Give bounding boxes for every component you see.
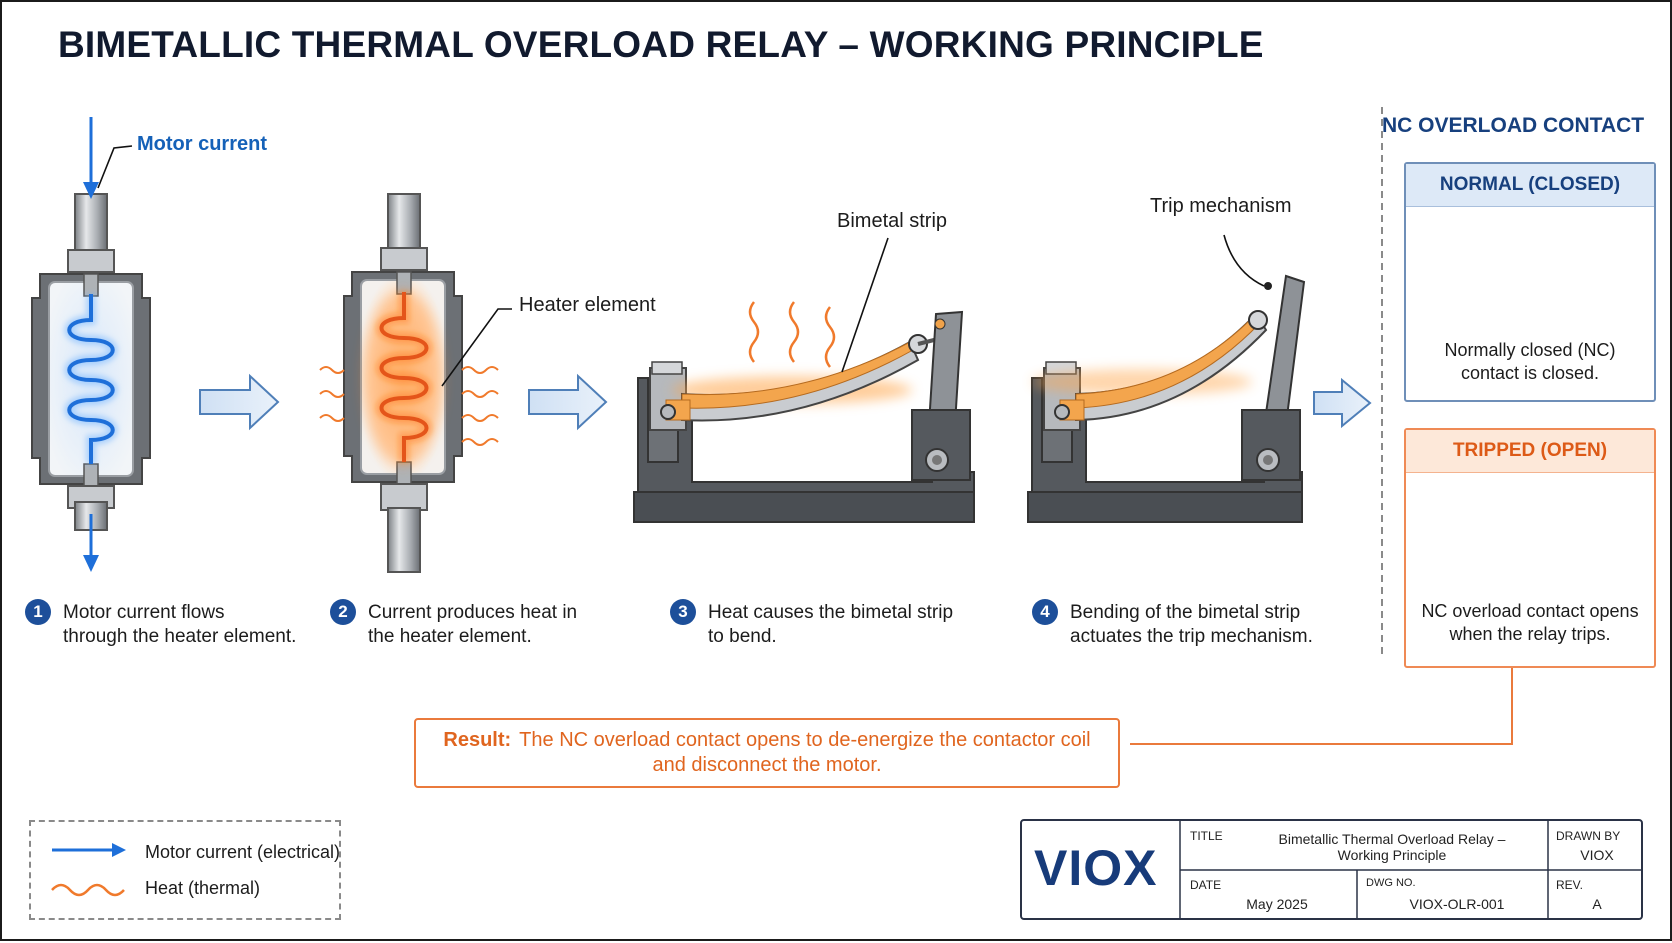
dwg-label: DWG NO. xyxy=(1366,877,1416,889)
trip-mechanism-label: Trip mechanism xyxy=(1150,195,1292,217)
nc-tripped-card: TRIPPED (OPEN) NC overload contact opens… xyxy=(1404,428,1656,668)
result-label: Result: xyxy=(443,729,512,751)
step-number: 2 xyxy=(330,599,356,625)
caption-line: Normally closed (NC) xyxy=(1444,340,1616,360)
result-line-1: Result: The NC overload contact opens to … xyxy=(443,728,1090,753)
step-number: 1 xyxy=(25,599,51,625)
legend-box: Motor current (electrical) Heat (thermal… xyxy=(29,820,341,920)
bimetal-figure-4 xyxy=(1027,234,1306,523)
result-box: Result: The NC overload contact opens to … xyxy=(414,718,1120,788)
drawn-by-label: DRAWN BY xyxy=(1556,829,1621,843)
caption-line: contact is closed. xyxy=(1460,363,1600,383)
drawn-by-value: VIOX xyxy=(1580,847,1614,863)
motor-current-label: Motor current xyxy=(137,133,267,155)
step-3: 3 Heat causes the bimetal strip to bend. xyxy=(670,599,953,649)
result-line-2: and disconnect the motor. xyxy=(652,754,882,776)
step-text: Current produces heat in the heater eleme… xyxy=(368,601,577,649)
step-2: 2 Current produces heat in the heater ele… xyxy=(330,599,577,649)
rev-label: REV. xyxy=(1556,878,1583,892)
step-line: Heat causes the bimetal strip xyxy=(708,602,954,623)
title-block: VIOX TITLE Bimetallic Thermal Overload R… xyxy=(1020,819,1643,920)
step-4: 4 Bending of the bimetal strip actuates t… xyxy=(1032,599,1313,649)
legend-heat-label: Heat (thermal) xyxy=(145,878,261,898)
nc-tripped-caption: NC overload contact opens when the relay… xyxy=(1406,600,1654,646)
dwg-value: VIOX-OLR-001 xyxy=(1409,896,1505,912)
date-label: DATE xyxy=(1190,878,1222,892)
title-value-line: Working Principle xyxy=(1337,847,1447,863)
step-line: Current produces heat in xyxy=(368,602,578,623)
legend-current-symbol xyxy=(52,843,126,857)
page-title: BIMETALLIC THERMAL OVERLOAD RELAY – WORK… xyxy=(58,24,1264,65)
title-value: Bimetallic Thermal Overload Relay – Work… xyxy=(1227,831,1557,863)
heater-figure-1 xyxy=(31,117,151,572)
title-value-line: Bimetallic Thermal Overload Relay – xyxy=(1278,831,1506,847)
nc-normal-title: NORMAL (CLOSED) xyxy=(1406,164,1654,207)
heater-figure-2 xyxy=(319,193,512,573)
nc-panel-heading: NC OVERLOAD CONTACT xyxy=(1382,114,1645,137)
step-line: to bend. xyxy=(708,626,777,647)
step-line: Bending of the bimetal strip xyxy=(1070,602,1301,623)
caption-line: NC overload contact opens xyxy=(1421,601,1639,621)
viox-logo: VIOX xyxy=(1034,840,1158,896)
step-text: Heat causes the bimetal strip to bend. xyxy=(708,601,953,649)
step-line: actuates the trip mechanism. xyxy=(1070,626,1313,647)
legend-heat-symbol xyxy=(51,883,125,897)
flow-arrow-3 xyxy=(1313,377,1372,429)
date-value: May 2025 xyxy=(1246,896,1308,912)
step-line: the heater element. xyxy=(368,626,532,647)
flow-arrow-2 xyxy=(528,373,608,431)
step-number: 4 xyxy=(1032,599,1058,625)
legend-current-label: Motor current (electrical) xyxy=(145,842,341,862)
heater-element-label: Heater element xyxy=(519,294,656,316)
result-connector-line xyxy=(1130,668,1513,745)
nc-tripped-title: TRIPPED (OPEN) xyxy=(1406,430,1654,473)
step-text: Bending of the bimetal strip actuates the… xyxy=(1070,601,1313,649)
caption-line: when the relay trips. xyxy=(1449,624,1611,644)
nc-normal-card: NORMAL (CLOSED) Normally closed (NC) con… xyxy=(1404,162,1656,402)
bimetal-strip-label: Bimetal strip xyxy=(837,210,948,232)
title-label: TITLE xyxy=(1190,829,1223,843)
title-block-grid xyxy=(1179,821,1641,918)
step-number: 3 xyxy=(670,599,696,625)
result-text: The NC overload contact opens to de-ener… xyxy=(519,729,1091,751)
step-1: 1 Motor current flows through the heater … xyxy=(25,599,296,649)
bimetal-figure-3 xyxy=(633,237,975,523)
nc-normal-caption: Normally closed (NC) contact is closed. xyxy=(1406,339,1654,385)
rev-value: A xyxy=(1592,896,1602,912)
step-line: Motor current flows xyxy=(63,602,225,623)
flow-arrow-1 xyxy=(199,373,280,431)
step-line: through the heater element. xyxy=(63,626,297,647)
step-text: Motor current flows through the heater el… xyxy=(63,601,296,649)
